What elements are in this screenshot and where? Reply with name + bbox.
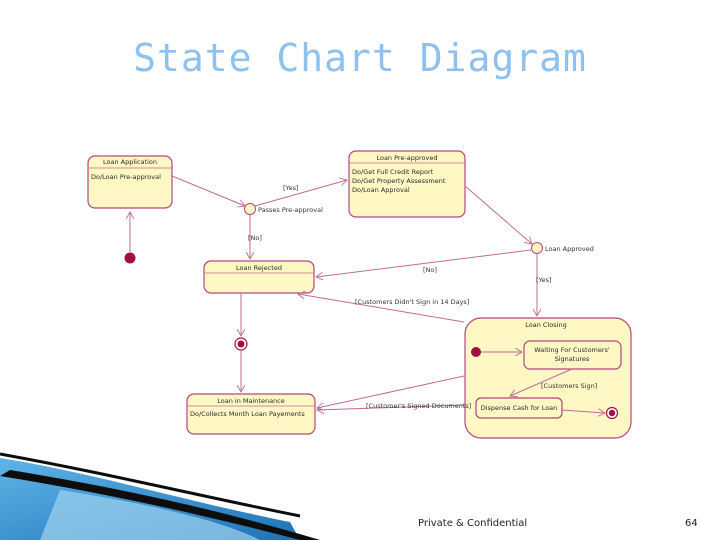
initial-state — [124, 252, 136, 264]
state-activity: Do/Loan Pre-approval — [91, 173, 161, 181]
final-state-closing — [605, 406, 619, 420]
initial-state-closing — [471, 347, 481, 357]
state-name: Loan Pre-approved — [376, 154, 437, 162]
substate-waiting-signatures: Waiting For Customers' Signatures — [523, 340, 622, 370]
label-yes-2: [Yes] — [536, 276, 552, 284]
final-state — [234, 337, 248, 351]
substate-dispense-cash: Dispense Cash for Loan — [475, 397, 563, 419]
footer-text: Private & Confidential — [418, 518, 528, 529]
page-number: 64 — [685, 518, 698, 529]
state-activity: Do/Get Full Credit Report — [352, 168, 434, 176]
state-name: Dispense Cash for Loan — [481, 404, 558, 412]
state-name: Loan Application — [103, 158, 157, 166]
footer-swoosh — [0, 452, 320, 540]
label-yes-1: [Yes] — [283, 184, 299, 192]
label-signed-docs: [Customer's Signed Documents] — [366, 402, 471, 410]
substate-line: Waiting For Customers' — [534, 346, 610, 354]
label-no-2: [No] — [423, 266, 437, 274]
state-loan-maintenance: Loan in Maintenance Do/Collects Month Lo… — [186, 393, 316, 435]
label-passes-preapproval: Passes Pre-approval — [258, 206, 323, 214]
state-loan-rejected: Loan Rejected — [203, 260, 315, 294]
slide-title: State Chart Diagram — [133, 36, 587, 80]
substate-line: Signatures — [555, 355, 590, 363]
choice-loan-approved — [531, 242, 543, 254]
state-loan-application: Loan Application Do/Loan Pre-approval — [87, 155, 173, 209]
state-name: Loan Rejected — [236, 264, 282, 272]
state-activity: Do/Get Property Assessment — [352, 177, 446, 185]
state-name: Loan in Maintenance — [217, 397, 285, 405]
label-no-1: [No] — [248, 234, 262, 242]
label-customers-sign: [Customers Sign] — [541, 382, 597, 390]
state-activity: Do/Collects Month Loan Payements — [190, 410, 305, 418]
label-loan-approved: Loan Approved — [545, 245, 594, 253]
choice-passes-preapproval — [244, 203, 256, 215]
state-loan-closing: Loan Closing Waiting For Customers' Sign… — [464, 317, 632, 439]
state-activity: Do/Loan Approval — [352, 186, 410, 194]
label-didnt-sign: [Customers Didn't Sign in 14 Days] — [355, 298, 469, 306]
state-name: Loan Closing — [525, 321, 566, 329]
state-loan-preapproved: Loan Pre-approved Do/Get Full Credit Rep… — [348, 150, 466, 218]
transitions — [130, 175, 605, 413]
